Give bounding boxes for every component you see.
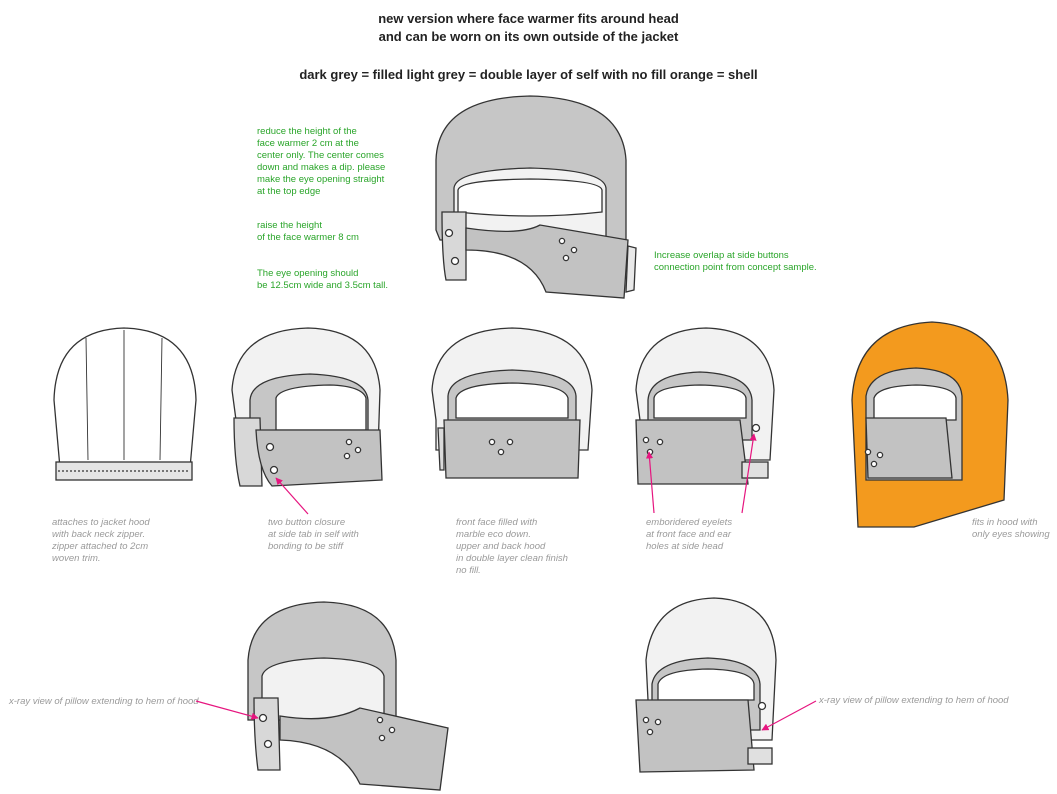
title-line-2: and can be worn on its own outside of th… <box>378 29 679 44</box>
xray-left-drawing <box>247 601 449 791</box>
eyelet-side-arrow <box>741 433 757 514</box>
title-line-1: new version where face warmer fits aroun… <box>378 11 679 26</box>
xray-right-drawing <box>635 597 777 773</box>
side-closure-drawing <box>231 327 383 487</box>
xray-left-caption: x-ray view of pillow extending to hem of… <box>9 696 199 707</box>
top-open-warmer-drawing <box>435 95 637 299</box>
in-hood-drawing <box>851 321 1009 528</box>
closure-arrow <box>275 477 309 515</box>
eyelets-view-drawing <box>635 327 775 485</box>
annotation-arrows <box>195 433 817 731</box>
xray-left-arrow <box>195 700 259 720</box>
back-view-drawing <box>53 327 197 481</box>
eyelet-front-arrow <box>645 451 655 514</box>
xray-right-caption: x-ray view of pillow extending to hem of… <box>819 695 1009 706</box>
xray-right-arrow <box>761 700 817 731</box>
color-legend: dark grey = filled light grey = double l… <box>299 67 758 82</box>
front-view-drawing <box>431 327 593 479</box>
